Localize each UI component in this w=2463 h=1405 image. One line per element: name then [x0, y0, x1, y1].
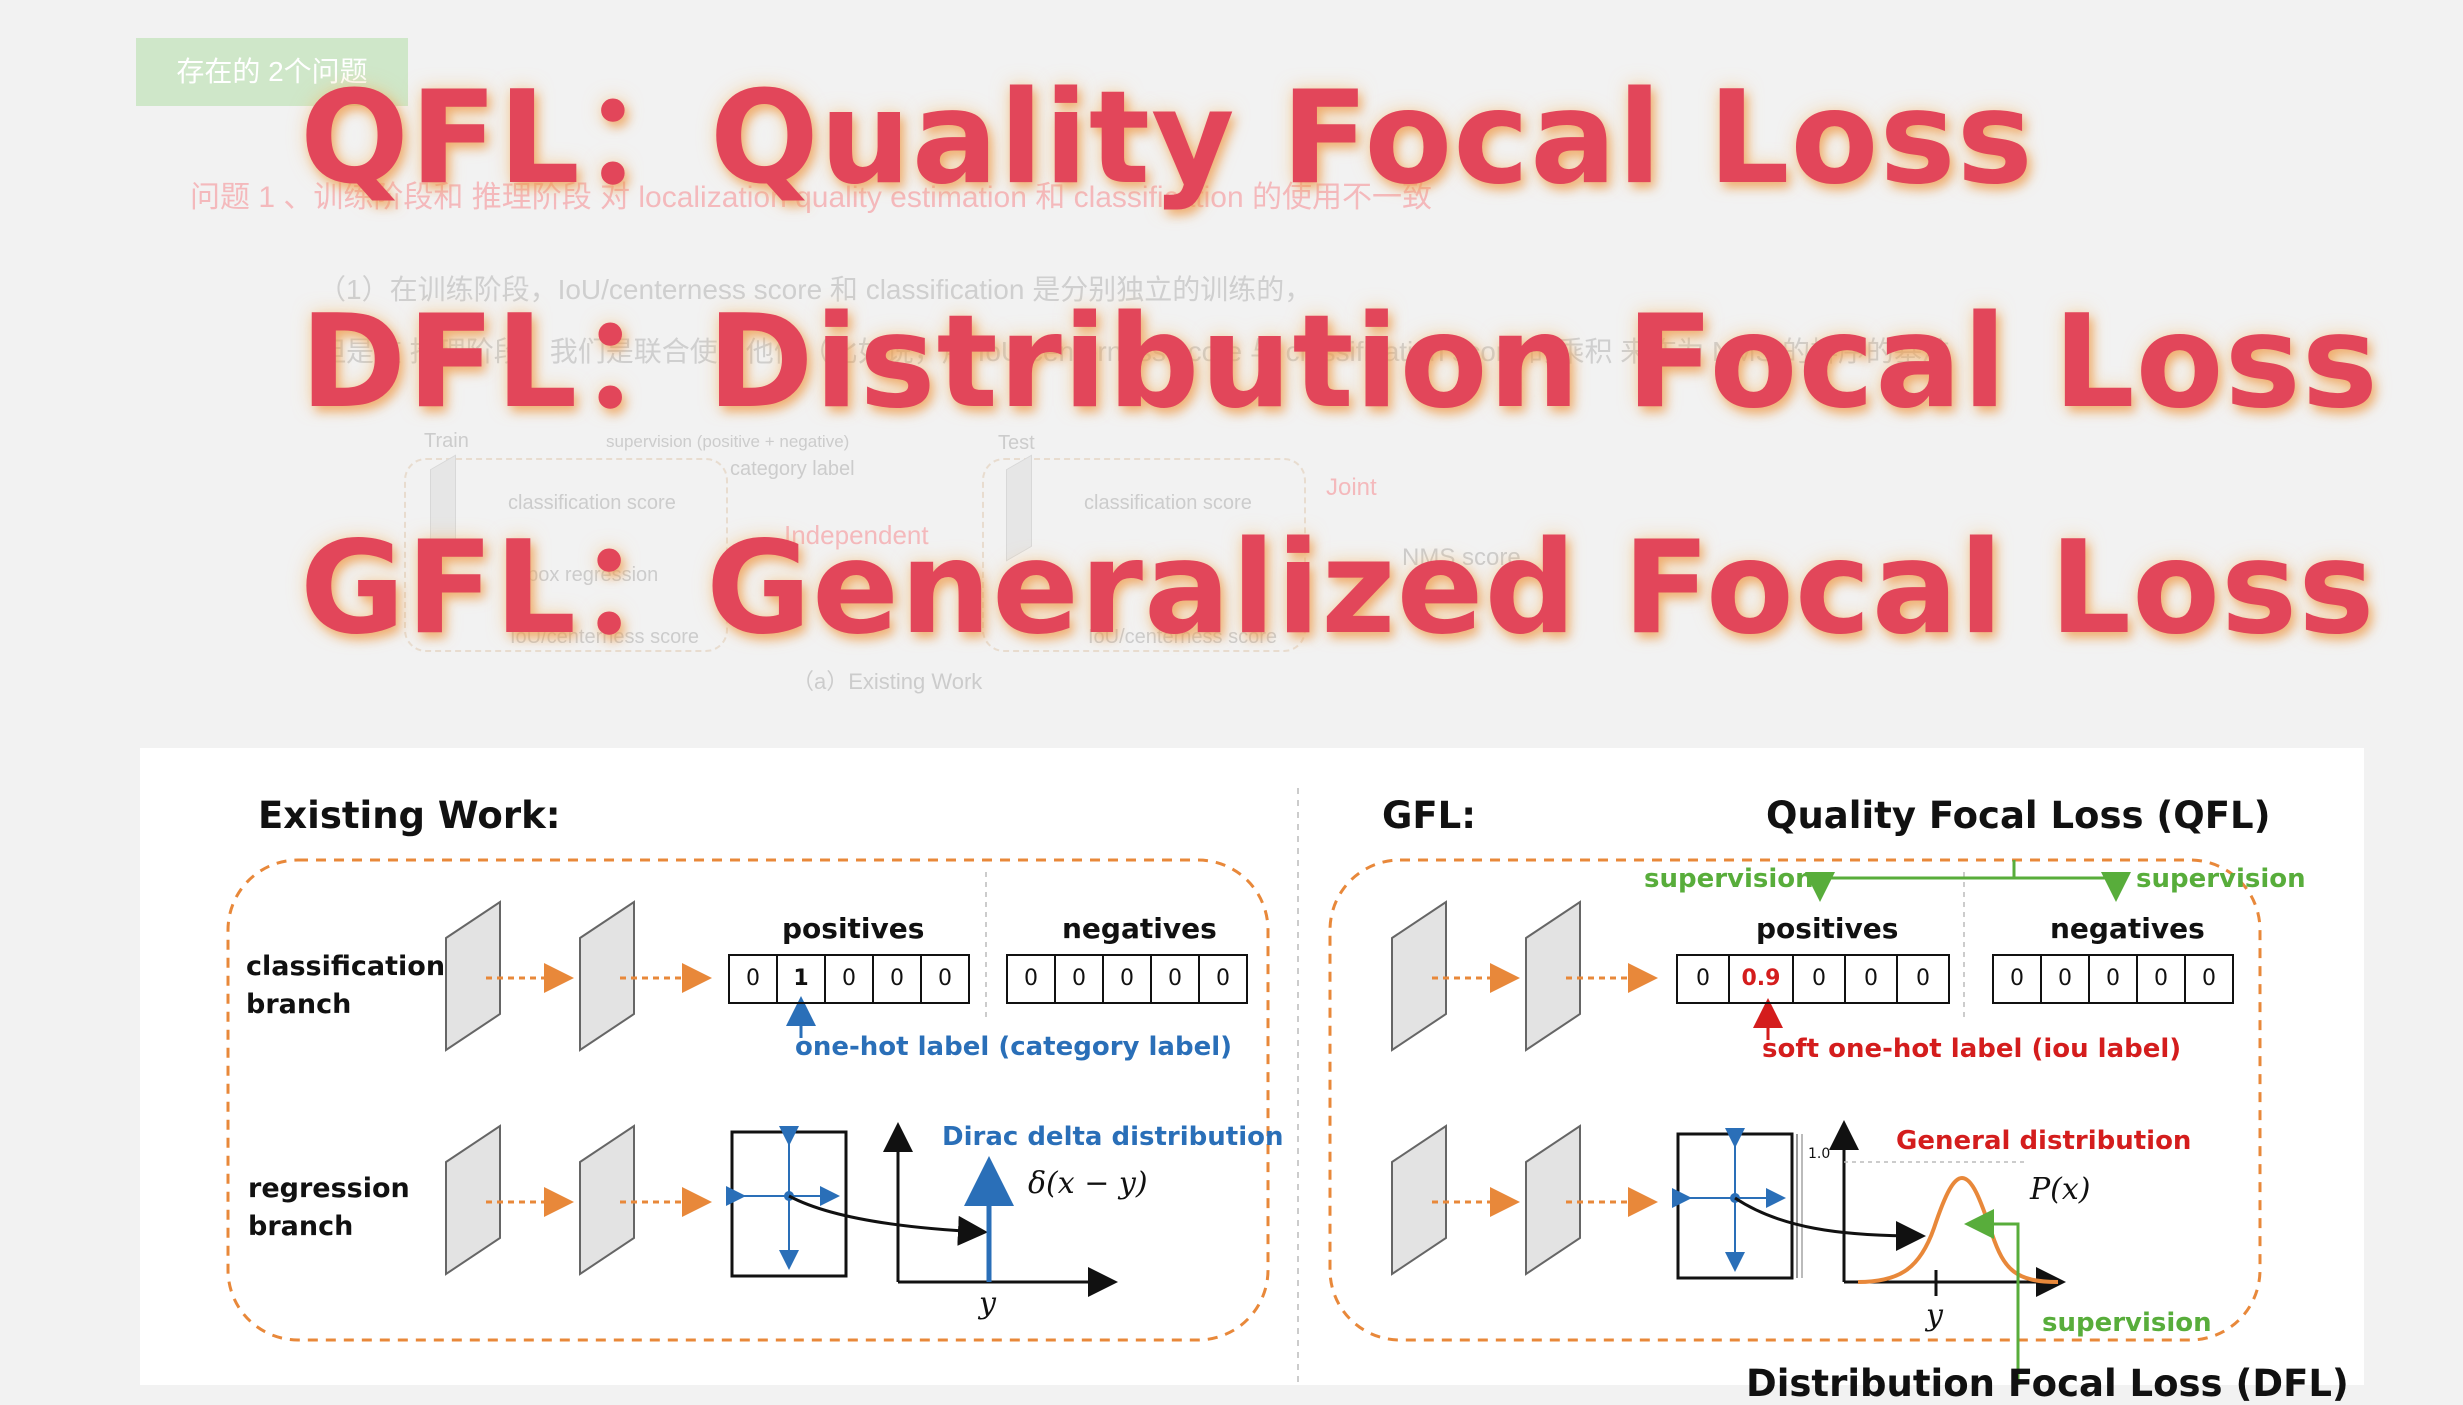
- faint-joint-label: Joint: [1326, 474, 1377, 501]
- cell: 0: [938, 966, 952, 991]
- cell: 0: [2042, 956, 2090, 1002]
- axis-tick-one: 1.0: [1808, 1146, 1831, 1162]
- gfl-title: GFL：Generalized Focal Loss: [300, 514, 2376, 663]
- existing-work-title: Existing Work:: [258, 794, 561, 837]
- negatives-header: negatives: [1062, 912, 1217, 945]
- supervision-lines: [1805, 860, 2131, 1385]
- qfl-panel-title: Quality Focal Loss (QFL): [1766, 794, 2271, 837]
- cell: 0: [730, 956, 778, 1002]
- point-2-text: 但是在 推理阶段，我们是联合使用他们（比如说，用 IoU/centerness …: [318, 336, 1951, 367]
- faint-supervision-label: supervision (positive + negative): [606, 432, 850, 451]
- dirac-plot: [883, 1122, 1118, 1297]
- cell: 0: [2138, 956, 2186, 1002]
- general-distribution-plot: [1829, 1120, 2066, 1297]
- faint-independent-label: Independent: [784, 520, 929, 550]
- soft-label-positive-cells: 0 0.9 0 0 0: [1676, 954, 1950, 1004]
- dfl-panel-title: Distribution Focal Loss (DFL): [1746, 1362, 2349, 1405]
- dirac-formula: δ(x − y): [1028, 1166, 1148, 1201]
- cell: 0: [1152, 956, 1200, 1002]
- faint-category-label: category label: [730, 458, 855, 480]
- dirac-delta-title: Dirac delta distribution: [942, 1122, 1284, 1152]
- section-tag: 存在的 2个问题: [136, 38, 408, 106]
- cell: 0: [2090, 956, 2138, 1002]
- train-label: Train: [424, 430, 469, 452]
- cell: 0: [1846, 956, 1898, 1002]
- cell: 0: [1008, 956, 1056, 1002]
- existing-work-frame: [226, 858, 1270, 1342]
- qfl-title: QFL：Quality Focal Loss: [300, 64, 2034, 213]
- faint-bbox-regression: bbox regression: [516, 564, 659, 586]
- supervision-label-left: supervision: [1644, 864, 1814, 894]
- faint-classification-score: classification score: [1084, 492, 1252, 514]
- faint-centerness-score: IoU/centerness score: [510, 626, 699, 648]
- cell: 0: [1794, 956, 1846, 1002]
- faint-nms-score: NMS score: [1402, 544, 1521, 571]
- positives-header: positives: [1756, 912, 1899, 945]
- cell: 0: [1056, 956, 1104, 1002]
- faint-centerness-score: IoU/centerness score: [1088, 626, 1277, 648]
- figure-graphics: [226, 788, 2262, 1385]
- one-hot-positive-cells: 0 1 0 0 0: [728, 954, 970, 1004]
- gfl-panel-title: GFL:: [1382, 794, 1477, 837]
- cell: 0.9: [1730, 956, 1794, 1002]
- cell: 0: [1216, 966, 1230, 991]
- faint-caption: （a）Existing Work: [792, 669, 983, 694]
- faint-classification-score: classification score: [508, 492, 676, 514]
- faint-test-box: [982, 458, 1306, 652]
- negatives-header: negatives: [2050, 912, 2205, 945]
- cell: 0: [1916, 966, 1930, 991]
- faint-train-box: [404, 458, 728, 652]
- bbox-right: [1672, 1128, 1926, 1280]
- left-axis-y-label: y: [979, 1286, 996, 1321]
- right-axis-y-label: y: [1926, 1298, 1943, 1333]
- cell: 0: [1994, 956, 2042, 1002]
- cell: 0: [874, 956, 922, 1002]
- feature-slabs-right: [1391, 900, 1581, 1276]
- cell: 1: [778, 956, 826, 1002]
- cell: 0: [1104, 956, 1152, 1002]
- problem-1-heading: 问题 1 、训练阶段和 推理阶段 对 localization quality …: [190, 181, 1432, 214]
- px-formula: P(x): [2030, 1172, 2091, 1207]
- dfl-title: DFL：Distribution Focal Loss: [300, 288, 2379, 437]
- cell: 0: [2202, 966, 2216, 991]
- supervision-label-right: supervision: [2136, 864, 2306, 894]
- point-1-text: （1）在训练阶段，IoU/centerness score 和 classifi…: [318, 274, 1313, 305]
- positives-header: positives: [782, 912, 925, 945]
- gfl-frame: [1328, 858, 2262, 1342]
- cell: 0: [1678, 956, 1730, 1002]
- bbox-left: [726, 1126, 988, 1278]
- test-label: Test: [998, 432, 1035, 454]
- cell: 0: [826, 956, 874, 1002]
- soft-label-note: soft one-hot label (iou label): [1762, 1034, 2182, 1064]
- supervision-label-bottom: supervision: [2042, 1308, 2212, 1338]
- soft-label-negative-cells: 0 0 0 0 0: [1992, 954, 2234, 1004]
- general-distribution-title: General distribution: [1896, 1126, 2192, 1156]
- one-hot-label-note: one-hot label (category label): [795, 1032, 1233, 1062]
- one-hot-negative-cells: 0 0 0 0 0: [1006, 954, 1248, 1004]
- feature-slabs-left: [445, 900, 635, 1276]
